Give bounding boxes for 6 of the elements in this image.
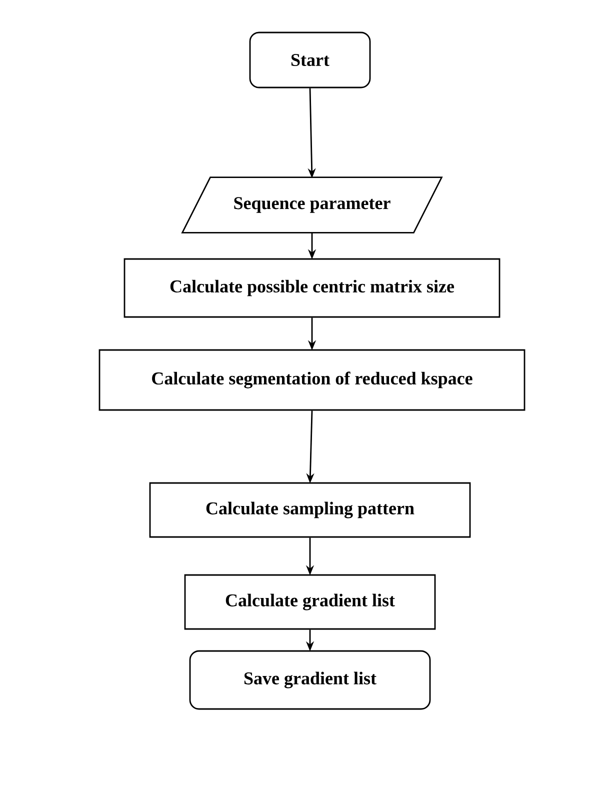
terminal-box: Save gradient list: [189, 650, 431, 710]
process-box: Calculate sampling pattern: [149, 482, 471, 538]
process-box: Calculate possible centric matrix size: [124, 258, 500, 318]
process-box: Calculate segmentation of reduced kspace: [98, 349, 526, 411]
process-box: Calculate gradient list: [184, 574, 436, 630]
terminal-box: Start: [249, 32, 371, 88]
